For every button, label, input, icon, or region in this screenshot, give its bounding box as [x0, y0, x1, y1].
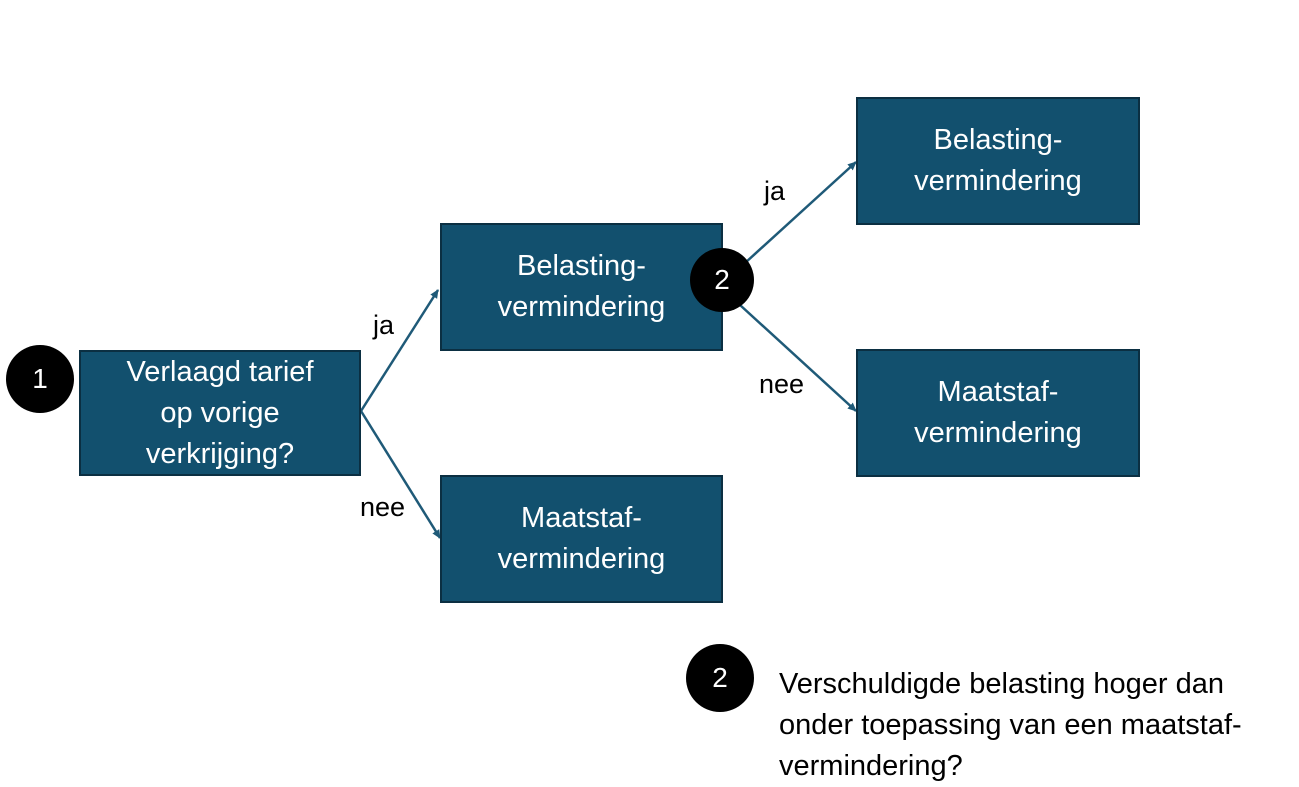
level1-no-line-1: Maatstaf- [521, 502, 642, 534]
legend-marker-number: 2 [712, 662, 728, 693]
level2-yes-line-1: Belasting- [933, 124, 1063, 156]
decision-marker: 2 [690, 248, 754, 312]
start-marker-number: 1 [32, 363, 48, 394]
legend-line-3: vermindering? [779, 750, 963, 782]
arrow-root-to-yes [359, 289, 440, 412]
level1-no-label: nee [360, 492, 406, 522]
level2-yes-label: ja [764, 176, 786, 206]
legend-question: Verschuldigde belasting hoger dan onder … [779, 664, 1299, 787]
level2-yes-line-2: vermindering [914, 165, 1082, 197]
level1-yes-line-1: Belasting- [517, 250, 646, 282]
root-line-2: op vorige [160, 396, 280, 429]
level1-yes-line-2: vermindering [497, 291, 666, 323]
legend-line-1: Verschuldigde belasting hoger dan [779, 668, 1224, 700]
level1-yes-label: ja [373, 310, 395, 340]
level2-yes-box: Belasting- vermindering [856, 97, 1140, 225]
level2-no-box: Maatstaf- vermindering [856, 349, 1140, 477]
level2-no-label: nee [759, 369, 805, 399]
arrow-root-to-no [359, 410, 442, 539]
root-line-1: Verlaagd tarief [126, 355, 314, 388]
decision-marker-number: 2 [714, 264, 730, 295]
arrow-decision-to-no [739, 304, 857, 412]
legend-marker: 2 [686, 644, 754, 712]
level2-no-line-2: vermindering [914, 417, 1082, 449]
start-marker: 1 [6, 345, 74, 413]
level1-no-line-2: vermindering [497, 543, 666, 575]
level2-no-line-1: Maatstaf- [937, 376, 1059, 408]
level1-no-box: Maatstaf- vermindering [440, 475, 723, 603]
arrow-decision-to-yes [744, 161, 857, 264]
root-question-box: Verlaagd tarief op vorige verkrijging? [79, 350, 361, 476]
legend-line-2: onder toepassing van een maatstaf- [779, 709, 1242, 741]
root-line-3: verkrijging? [145, 437, 295, 470]
level1-yes-box: Belasting- vermindering [440, 223, 723, 351]
